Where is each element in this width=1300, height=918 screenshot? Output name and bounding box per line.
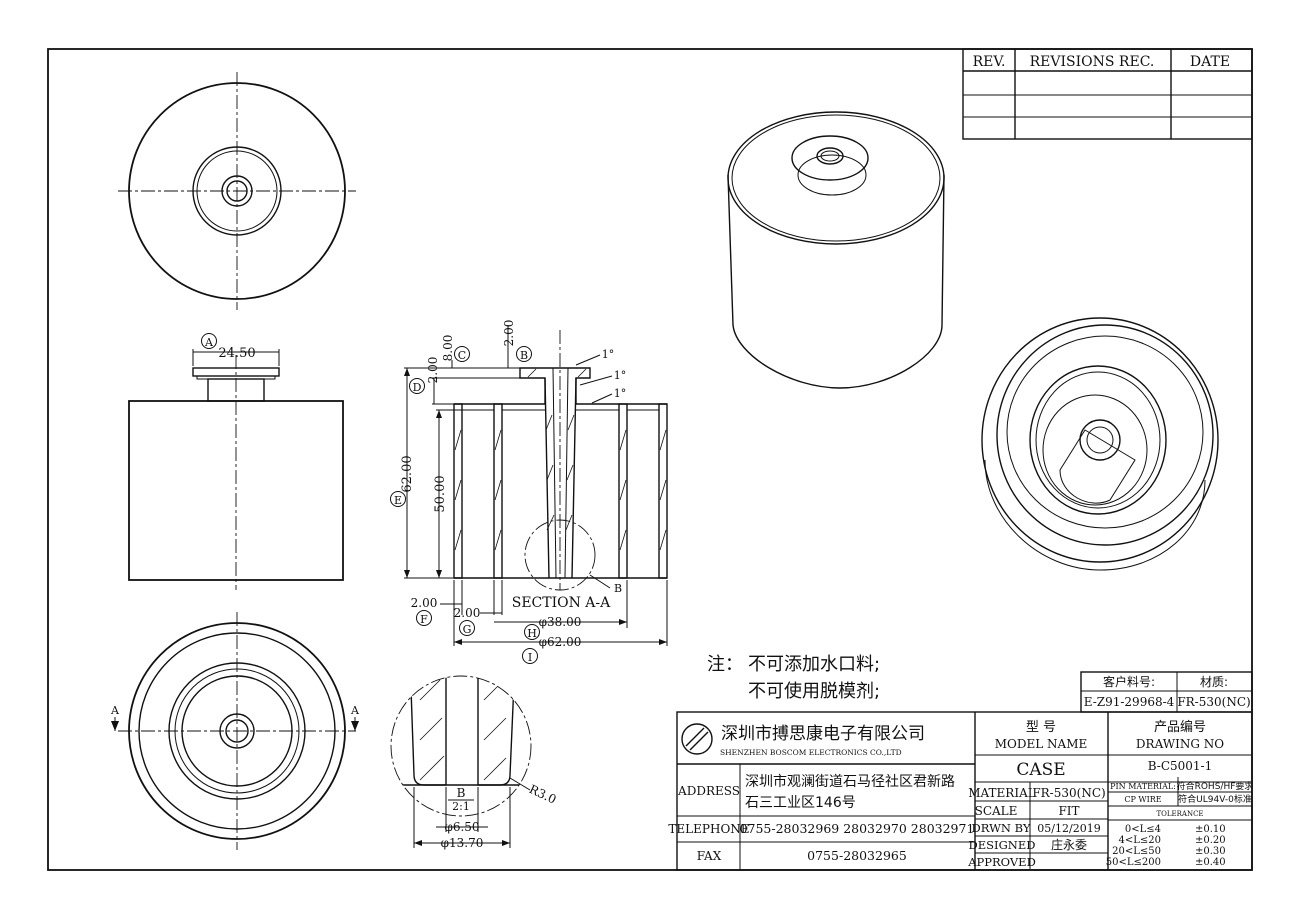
- note-line-1: 不可添加水口料;: [748, 654, 880, 675]
- section-label: SECTION A-A: [512, 595, 611, 611]
- tolerance-range: 20<L≤50: [1112, 846, 1161, 857]
- model-name-cn: 型 号: [1026, 720, 1056, 735]
- dim-c-value: 8.00: [441, 335, 455, 362]
- angle-2: 1°: [614, 369, 627, 382]
- tolerance-range: 4<L≤20: [1119, 835, 1162, 846]
- address-line-1: 深圳市观澜街道石马径社区君新路: [745, 773, 955, 790]
- dim-g-value: 2.00: [454, 606, 481, 620]
- dim-d-value: 2.00: [426, 357, 440, 384]
- model-name-en: MODEL NAME: [995, 737, 1088, 751]
- customer-material: FR-530(NC): [1177, 695, 1250, 709]
- fax-value: 0755-28032965: [807, 848, 907, 863]
- dim-h-label: H: [527, 627, 537, 640]
- tolerance-title: TOLERANCE: [1156, 810, 1203, 818]
- front-view: A 24.50: [128, 333, 344, 590]
- detail-b-marker: B: [614, 582, 622, 595]
- detail-name: B: [457, 786, 466, 800]
- dim-b-label: B: [520, 349, 528, 362]
- dim-f-value: 2.00: [411, 596, 438, 610]
- tolerance-value: ±0.40: [1195, 857, 1226, 868]
- drawing-no-en: DRAWING NO: [1136, 737, 1224, 751]
- dim-c-label: C: [458, 349, 466, 362]
- section-marker-left: A: [110, 704, 120, 717]
- dim-b-value: 2.00: [502, 320, 516, 347]
- notes: 注： 不可添加水口料; 不可使用脱模剂;: [707, 654, 880, 702]
- note-line-2: 不可使用脱模剂;: [748, 681, 880, 702]
- scale-label: SCALE: [975, 804, 1018, 818]
- designed-value: 庄永委: [1051, 837, 1087, 852]
- approved-label: APPROVED: [967, 855, 1036, 869]
- scale-value: FIT: [1058, 804, 1079, 818]
- drawn-label: DRWN BY: [971, 821, 1030, 835]
- dim-f-label: F: [420, 613, 428, 626]
- dim-g-label: G: [463, 623, 472, 636]
- tolerance-value: ±0.30: [1195, 846, 1226, 857]
- material-label: MATERIAL: [968, 786, 1036, 800]
- company-name-en: SHENZHEN BOSCOM ELECTRONICS CO.,LTD: [720, 748, 902, 757]
- title-block: 深圳市搏思康电子有限公司 SHENZHEN BOSCOM ELECTRONICS…: [668, 711, 1254, 871]
- pin-material-value: 符合ROHS/HF要求: [1177, 780, 1254, 792]
- dim-inner-height: 50.00: [433, 475, 448, 512]
- cp-wire-label: CP WIRE: [1124, 795, 1161, 804]
- revisions-rec-header: REVISIONS REC.: [1030, 54, 1155, 70]
- section-a-a-view: B 1° 1° 1° 62.00 E 50.00 2.00 D 8.00 C: [390, 320, 668, 664]
- dim-e-label: E: [394, 494, 402, 507]
- detail-radius: R3.0: [527, 782, 558, 807]
- rev-header: REV.: [973, 54, 1006, 70]
- isometric-bottom-view: [981, 317, 1219, 571]
- designed-label: DESIGNED: [969, 838, 1036, 852]
- material-value: FR-530(NC): [1032, 786, 1105, 800]
- telephone-value: 0755-28032969 28032970 28032971: [740, 821, 975, 836]
- drawn-value: 05/12/2019: [1037, 822, 1100, 835]
- tolerance-range: 50<L≤200: [1106, 857, 1161, 868]
- detail-b-view: φ6.50 φ13.70 R3.0 B 2:1: [390, 675, 558, 850]
- address-label: ADDRESS: [677, 784, 740, 798]
- company-logo-icon: [681, 723, 713, 755]
- angle-3: 1°: [614, 387, 627, 400]
- fax-label: FAX: [697, 849, 722, 863]
- date-header: DATE: [1190, 54, 1230, 70]
- customer-part-no: E-Z91-29968-4: [1084, 695, 1175, 709]
- detail-outer-dia: φ13.70: [441, 836, 484, 850]
- address-line-2: 石三工业区146号: [745, 795, 856, 811]
- tolerance-range: 0<L≤4: [1125, 824, 1161, 835]
- drawing-no-value: B-C5001-1: [1148, 759, 1213, 773]
- isometric-top-view: [727, 111, 945, 389]
- bottom-view: A A: [110, 612, 360, 850]
- detail-inner-dia: φ6.50: [444, 820, 479, 834]
- tolerance-value: ±0.20: [1195, 835, 1226, 846]
- dim-i-label: I: [528, 651, 532, 664]
- company-name-cn: 深圳市搏思康电子有限公司: [721, 724, 925, 744]
- dim-a-label: A: [204, 336, 214, 349]
- dim-a-value: 24.50: [218, 346, 255, 361]
- model-value: CASE: [1016, 760, 1065, 780]
- dim-h-value: φ38.00: [539, 615, 582, 629]
- notes-prefix: 注：: [707, 654, 743, 675]
- detail-scale: 2:1: [452, 800, 470, 813]
- angle-1: 1°: [602, 348, 615, 361]
- section-marker-right: A: [350, 704, 360, 717]
- customer-material-label: 材质:: [1200, 675, 1228, 689]
- revisions-table: REV. REVISIONS REC. DATE: [962, 48, 1253, 140]
- top-view: [118, 72, 356, 310]
- tolerance-value: ±0.10: [1195, 824, 1226, 835]
- telephone-label: TELEPHONE: [668, 822, 749, 836]
- drawing-border: [47, 48, 1253, 871]
- dim-i-value: φ62.00: [539, 635, 582, 649]
- customer-part-label: 客户料号:: [1103, 674, 1155, 689]
- customer-table: 客户料号: 材质: E-Z91-29968-4 FR-530(NC): [1080, 671, 1253, 713]
- dim-e-value: 62.00: [400, 455, 415, 492]
- dim-d-label: D: [413, 381, 422, 394]
- pin-material-label: PIN MATERIAL:: [1110, 782, 1176, 791]
- cp-wire-value: 符合UL94V-0标准: [1178, 793, 1252, 805]
- drawing-no-cn: 产品编号: [1154, 720, 1206, 735]
